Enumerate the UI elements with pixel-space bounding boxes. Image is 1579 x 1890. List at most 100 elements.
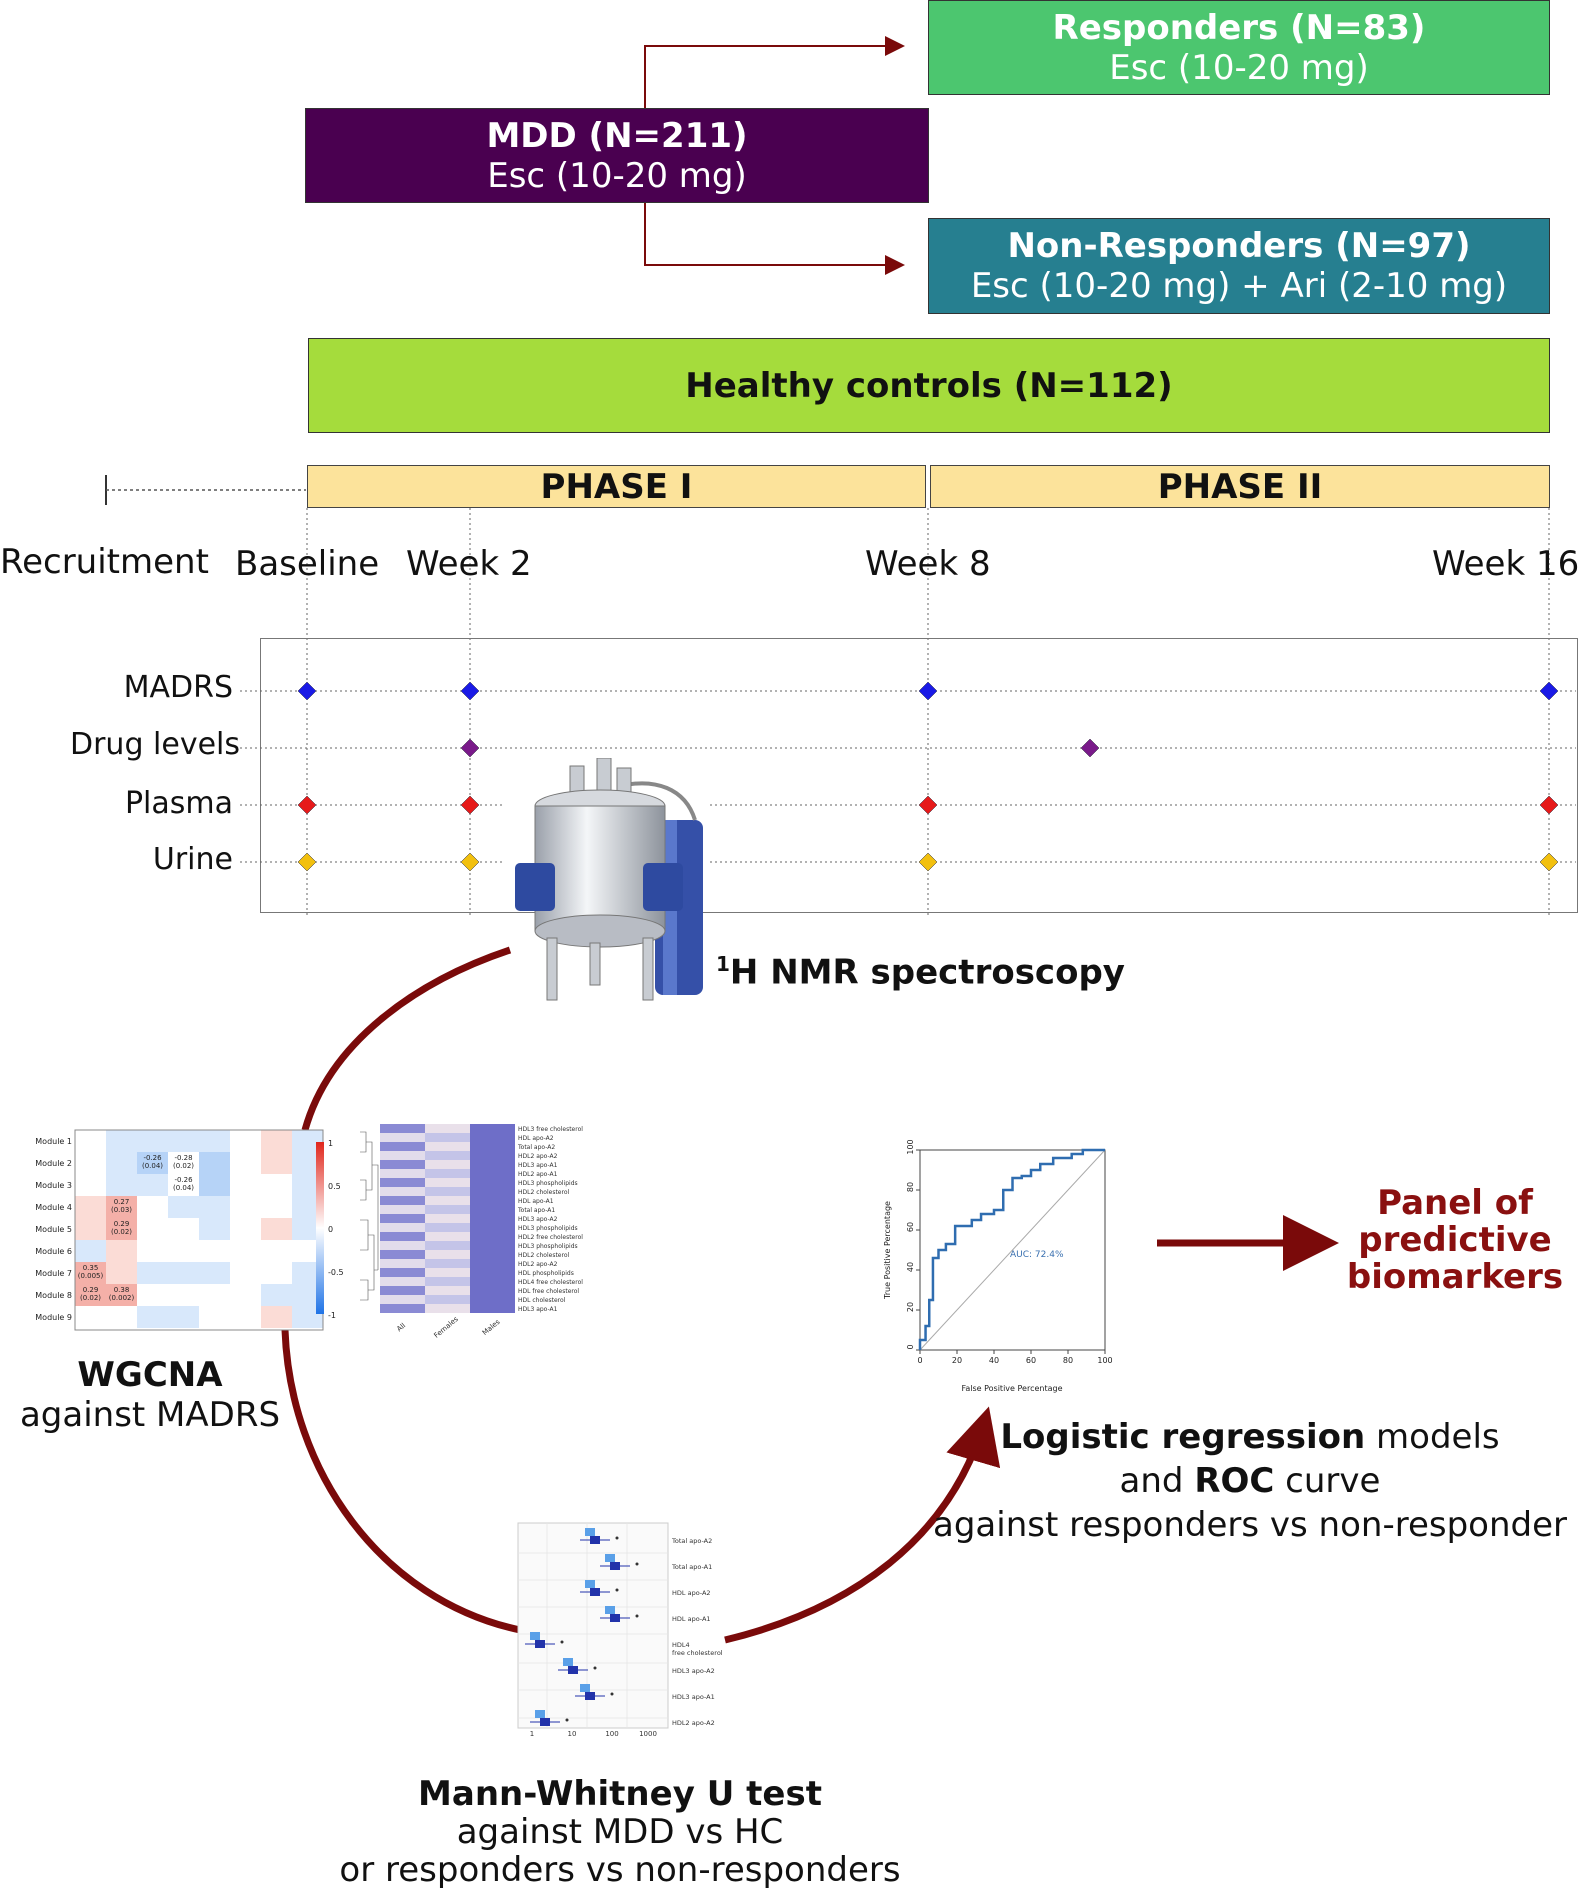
mw-x-tick: 1000: [639, 1730, 657, 1738]
module-cell: [230, 1218, 261, 1240]
module-cell-value: (0.03): [111, 1206, 132, 1214]
color-scale-tick: -0.5: [328, 1268, 344, 1277]
arrow-to-nonresponders: [644, 202, 905, 275]
module-cell: [106, 1196, 137, 1218]
module-cell: [75, 1130, 106, 1152]
module-cell: [261, 1306, 292, 1328]
module-cell: [261, 1174, 292, 1196]
module-cell: [292, 1196, 323, 1218]
lipid-row-label: HDL3 phospholipids: [518, 1243, 578, 1250]
lipid-row-label: HDL2 apo-A1: [518, 1171, 558, 1178]
module-cell-value: -0.26: [174, 1176, 193, 1184]
row-urine: Urine: [152, 842, 233, 877]
responders-drug: Esc (10-20 mg): [1109, 47, 1369, 88]
mannwhitney-title: Mann-Whitney U test: [418, 1774, 822, 1814]
lipid-cell: [380, 1151, 425, 1160]
mw-outlier: [615, 1588, 619, 1592]
madrs-week2-marker: [460, 681, 480, 701]
lipid-cell: [425, 1295, 470, 1304]
module-cell-value: 0.38: [114, 1286, 130, 1294]
module-cell: [292, 1130, 323, 1152]
module-cell: [168, 1240, 199, 1262]
label-baseline: Baseline: [235, 544, 380, 584]
module-cell: [168, 1284, 199, 1306]
lipid-cell: [470, 1142, 515, 1151]
lipid-cell: [380, 1304, 425, 1313]
module-cell: [261, 1130, 292, 1152]
lipid-cell: [470, 1124, 515, 1133]
wgcna-caption: WGCNA against MADRS: [0, 1355, 300, 1435]
module-cell: [168, 1262, 199, 1284]
healthy-controls-box: Healthy controls (N=112): [308, 338, 1550, 433]
module-label: Module 5: [35, 1225, 72, 1234]
wgcna-title: WGCNA: [77, 1355, 223, 1395]
lipid-row-label: Total apo-A2: [517, 1144, 555, 1151]
lipid-cell: [470, 1295, 515, 1304]
module-cell: [292, 1262, 323, 1284]
mannwhitney-line3: or responders vs non-responders: [339, 1850, 901, 1890]
mw-box: [590, 1588, 600, 1596]
plasma-week8-marker: [918, 795, 938, 815]
lipid-cell: [425, 1169, 470, 1178]
responders-box: Responders (N=83) Esc (10-20 mg): [928, 0, 1550, 95]
module-cell: [75, 1284, 106, 1306]
lipid-cell: [380, 1232, 425, 1241]
roc-y-tick-label: 40: [906, 1262, 915, 1272]
module-cell: [106, 1130, 137, 1152]
lipid-cell: [380, 1295, 425, 1304]
logistic-line3: against responders vs non-responder: [933, 1505, 1567, 1545]
lipid-cells: [380, 1124, 515, 1313]
roc-x-tick-label: 100: [1097, 1356, 1112, 1365]
lipid-cell: [470, 1304, 515, 1313]
lipid-cell: [425, 1196, 470, 1205]
mw-row-label: free cholesterol: [672, 1649, 723, 1657]
roc-x-tick-label: 60: [1026, 1356, 1036, 1365]
row-drug-levels: Drug levels: [70, 727, 240, 762]
roc-auc-annotation: AUC: 72.4%: [1010, 1250, 1064, 1260]
module-cell: [137, 1152, 168, 1174]
roc-x-axis-label: False Positive Percentage: [961, 1384, 1062, 1393]
module-cell: [137, 1306, 168, 1328]
logistic-caption: Logistic regression models and ROC curve…: [920, 1415, 1579, 1547]
plasma-baseline-marker: [297, 795, 317, 815]
module-cell: [199, 1196, 230, 1218]
lipid-row-label: HDL3 free cholesterol: [518, 1126, 583, 1133]
mw-boxes: [525, 1528, 639, 1726]
module-cell: [261, 1284, 292, 1306]
module-cell: [292, 1306, 323, 1328]
mw-outlier: [635, 1614, 639, 1618]
lipid-row-label: HDL2 free cholesterol: [518, 1234, 583, 1241]
lipid-cell: [425, 1133, 470, 1142]
mw-outlier: [560, 1640, 564, 1644]
drug-week12-marker: [1080, 738, 1100, 758]
lipid-cell: [380, 1196, 425, 1205]
mw-box: [590, 1536, 600, 1544]
roc-diagonal-line: [919, 1149, 1106, 1351]
lipid-cell: [470, 1205, 515, 1214]
lipid-cell: [425, 1232, 470, 1241]
module-cell: [199, 1218, 230, 1240]
module-cell-value: (0.02): [111, 1228, 132, 1236]
nmr-label-sup: 1: [716, 952, 730, 976]
lipid-cell: [425, 1250, 470, 1259]
color-scale-tick: 0: [328, 1225, 333, 1234]
madrs-baseline-marker: [297, 681, 317, 701]
nonresponders-title: Non-Responders (N=97): [1007, 226, 1471, 266]
logistic-rest2: curve: [1274, 1461, 1381, 1501]
logistic-pre2: and: [1119, 1461, 1195, 1501]
nmr-label: 1H NMR spectroscopy: [716, 952, 1125, 992]
lipid-row-label: HDL3 apo-A1: [518, 1162, 558, 1169]
logistic-rest1: models: [1365, 1417, 1500, 1457]
lipid-cell: [470, 1133, 515, 1142]
drug-week2-marker: [460, 738, 480, 758]
mw-box-alt: [605, 1606, 615, 1614]
mw-outlier: [593, 1666, 597, 1670]
measurement-panel: [260, 638, 1578, 913]
mw-outlier: [565, 1718, 569, 1722]
mdd-box: MDD (N=211) Esc (10-20 mg): [305, 108, 929, 203]
arc-mw-to-roc: [724, 1406, 1001, 1644]
